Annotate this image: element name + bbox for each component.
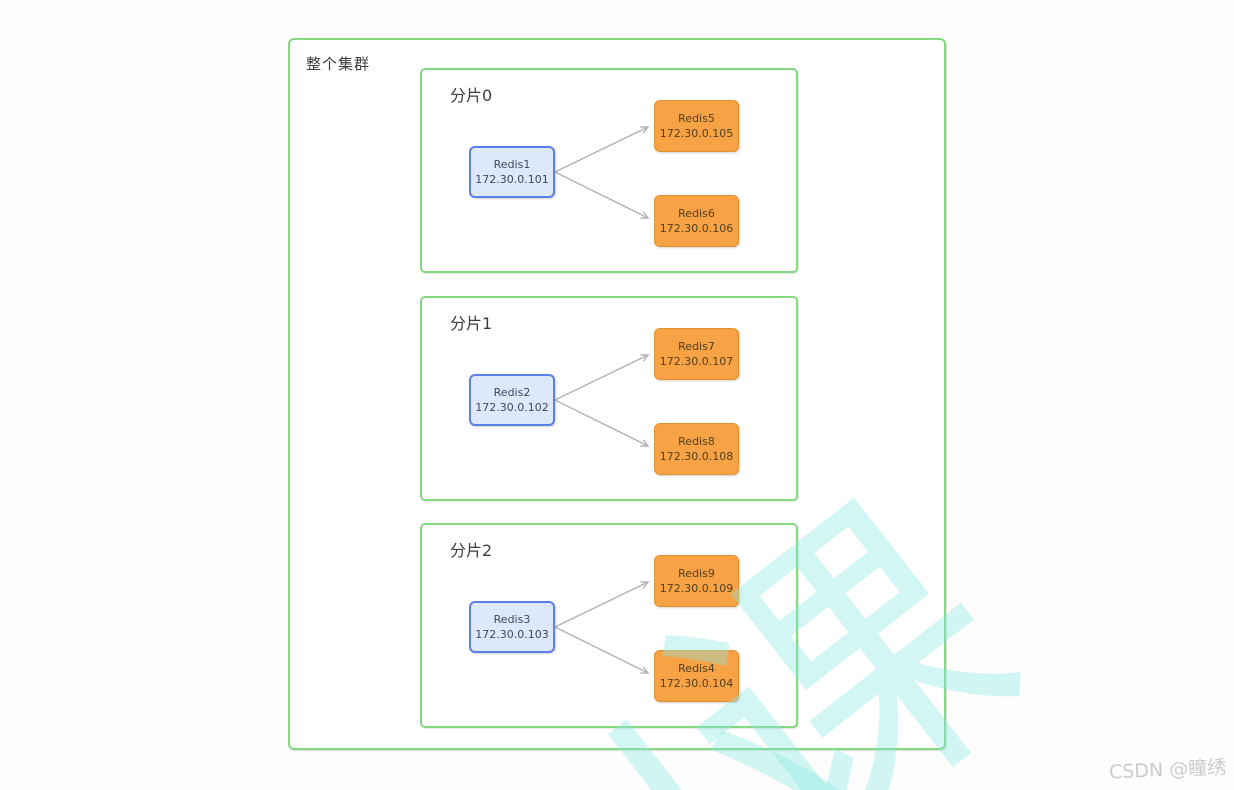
node-ip: 172.30.0.105 (659, 127, 734, 140)
node-name: Redis5 (678, 112, 715, 125)
replica-node-redis4: Redis4 172.30.0.104 (654, 650, 739, 702)
master-replica-arrow (554, 126, 650, 173)
master-replica-arrow (554, 354, 650, 401)
node-name: Redis2 (493, 386, 531, 399)
node-ip: 172.30.0.108 (659, 450, 734, 463)
master-replica-arrow (554, 171, 650, 219)
master-replica-arrow (554, 399, 650, 447)
node-name: Redis1 (493, 158, 531, 171)
node-name: Redis4 (678, 662, 715, 675)
replica-node-redis9: Redis9 172.30.0.109 (654, 555, 739, 607)
shard-1-label: 分片1 (450, 314, 493, 333)
shard-2-box: 分片2 Redis3 172.30.0.103 Redis9 172.30.0.… (420, 523, 798, 728)
cluster-label: 整个集群 (306, 55, 371, 73)
shard-0-label: 分片0 (450, 86, 493, 105)
cluster-box: 整个集群 分片0 Redis1 172.30.0.101 Redis5 172.… (288, 38, 946, 750)
master-replica-arrow (554, 581, 650, 628)
node-name: Redis6 (678, 207, 715, 220)
node-name: Redis3 (493, 613, 531, 626)
node-ip: 172.30.0.109 (659, 582, 734, 595)
replica-node-redis7: Redis7 172.30.0.107 (654, 328, 739, 380)
node-ip: 172.30.0.107 (659, 355, 734, 368)
node-ip: 172.30.0.103 (475, 628, 549, 641)
master-node-redis2: Redis2 172.30.0.102 (469, 374, 555, 426)
master-node-redis3: Redis3 172.30.0.103 (469, 601, 555, 653)
replica-node-redis8: Redis8 172.30.0.108 (654, 423, 739, 475)
shard-2-label: 分片2 (450, 541, 493, 560)
node-ip: 172.30.0.104 (659, 677, 734, 690)
csdn-watermark: CSDN @瞳绣 (1108, 756, 1227, 784)
shard-0-box: 分片0 Redis1 172.30.0.101 Redis5 172.30.0.… (420, 68, 798, 273)
master-node-redis1: Redis1 172.30.0.101 (469, 146, 555, 198)
node-name: Redis9 (678, 567, 715, 580)
replica-node-redis6: Redis6 172.30.0.106 (654, 195, 739, 247)
shard-1-box: 分片1 Redis2 172.30.0.102 Redis7 172.30.0.… (420, 296, 798, 501)
node-ip: 172.30.0.101 (475, 173, 549, 186)
master-replica-arrow (554, 626, 650, 674)
node-ip: 172.30.0.106 (659, 222, 734, 235)
node-name: Redis8 (678, 435, 715, 448)
replica-node-redis5: Redis5 172.30.0.105 (654, 100, 739, 152)
node-ip: 172.30.0.102 (475, 401, 549, 414)
node-name: Redis7 (678, 340, 715, 353)
